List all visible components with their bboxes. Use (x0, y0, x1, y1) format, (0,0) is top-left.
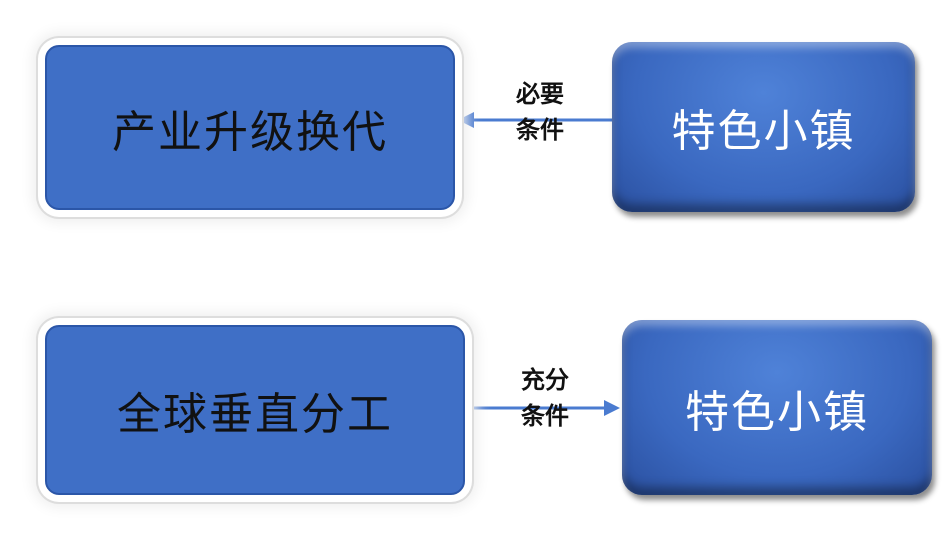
arrowhead-right (604, 400, 620, 416)
box-text: 产业升级换代 (112, 106, 388, 158)
label-line: 充分 (521, 366, 569, 394)
box-text: 特色小镇 (671, 106, 856, 157)
label-line: 必要 (516, 80, 564, 108)
label-line: 条件 (516, 116, 564, 144)
label-necessary-condition: 必要 条件 (495, 76, 585, 148)
box-text: 全球垂直分工 (117, 389, 393, 440)
box-characteristic-town-bottom: 特色小镇 (622, 320, 932, 495)
box-text: 特色小镇 (685, 386, 869, 438)
label-line: 条件 (521, 402, 569, 430)
label-sufficient-condition: 充分 条件 (500, 362, 590, 434)
box-characteristic-town-top: 特色小镇 (612, 42, 915, 212)
box-global-vertical-division: 全球垂直分工 (45, 325, 465, 495)
arrowhead-left (458, 112, 474, 128)
box-industrial-upgrade: 产业升级换代 (45, 45, 455, 210)
